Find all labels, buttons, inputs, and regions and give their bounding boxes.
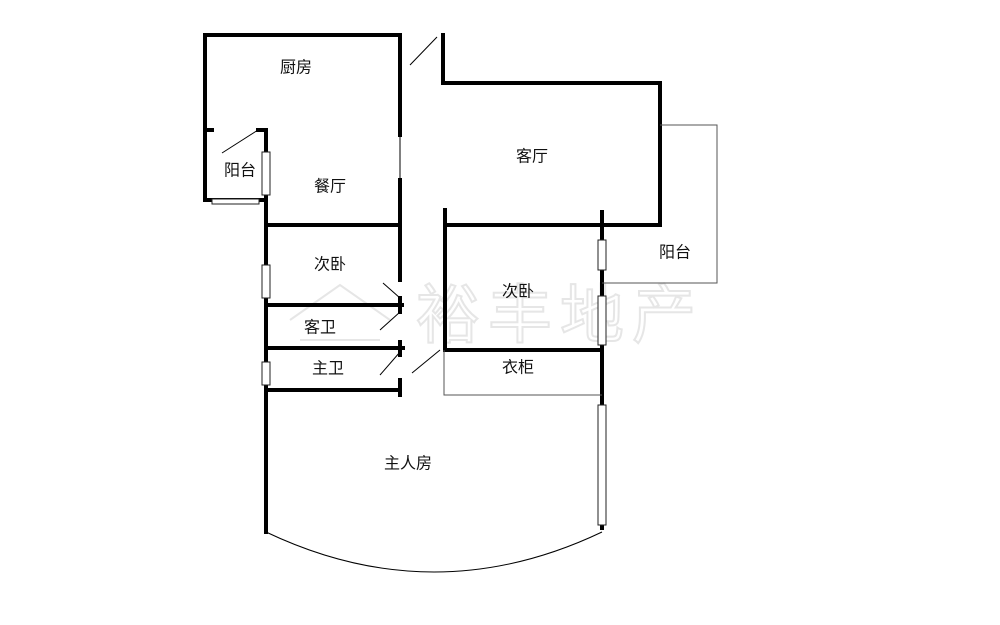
label-dining: 餐厅 xyxy=(314,177,346,196)
walls xyxy=(203,33,662,534)
wardrobe-outline xyxy=(443,350,602,396)
label-master-bedroom: 主人房 xyxy=(384,454,432,473)
label-balcony-large: 阳台 xyxy=(659,243,691,262)
svg-text:裕丰地产: 裕丰地产 xyxy=(416,280,704,354)
windows xyxy=(211,151,607,526)
watermark: 裕丰地产 xyxy=(289,279,704,355)
doors xyxy=(221,36,441,376)
label-master-bath: 主卫 xyxy=(312,359,344,378)
balcony-outline xyxy=(602,124,718,284)
label-guest-bath: 客卫 xyxy=(304,318,336,337)
label-bedroom-left: 次卧 xyxy=(314,255,346,274)
label-bedroom-right: 次卧 xyxy=(502,282,534,301)
bay-window-arc xyxy=(265,531,603,573)
label-balcony-small: 阳台 xyxy=(224,161,256,180)
label-living: 客厅 xyxy=(516,147,548,166)
label-kitchen: 厨房 xyxy=(280,58,312,77)
label-wardrobe: 衣柜 xyxy=(502,358,534,377)
